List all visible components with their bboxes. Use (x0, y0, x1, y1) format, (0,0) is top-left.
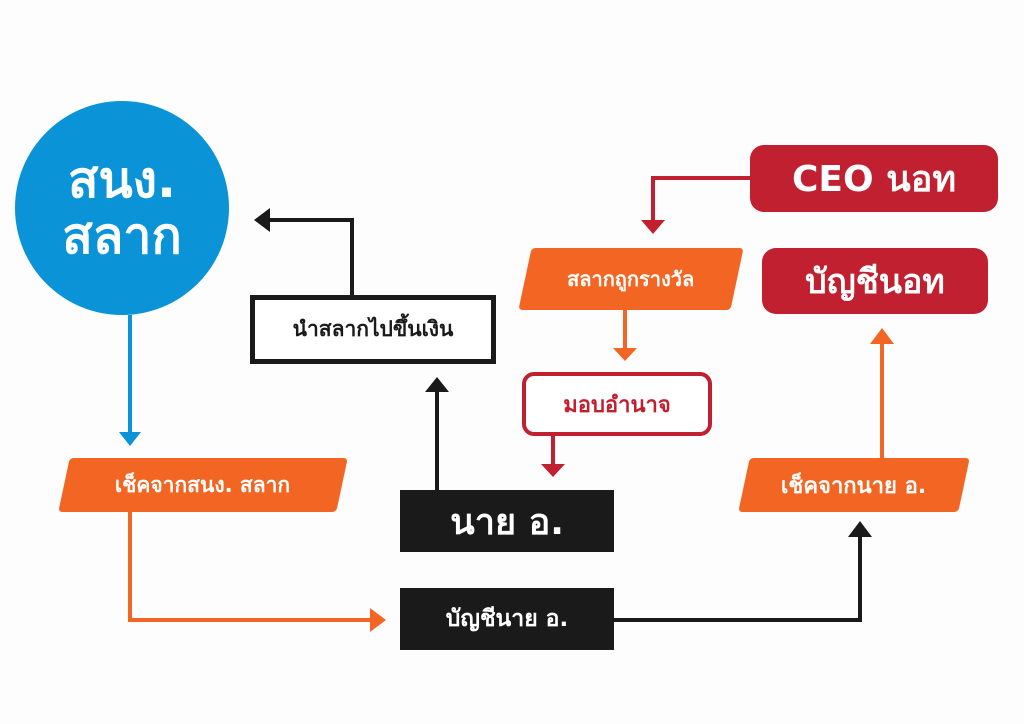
arrowhead (119, 432, 141, 446)
arrowhead (613, 348, 637, 361)
arrowhead (870, 328, 894, 344)
node-not-account: บัญชีนอท (762, 248, 988, 314)
node-cash-in: นำสลากไปขึ้นเงิน (250, 295, 496, 364)
arrowhead (641, 220, 665, 234)
check-from-office-label: เช็คจากสนง. สลาก (115, 472, 291, 497)
ceo-label: CEO นอท (791, 159, 957, 200)
arrowhead (370, 608, 386, 632)
node-winning-ticket: สลากถูกรางวัล (518, 248, 744, 310)
not-account-label: บัญชีนอท (805, 262, 945, 302)
arrow-check-to-account (128, 512, 372, 622)
node-check-from-office: เช็คจากสนง. สลาก (58, 458, 348, 512)
cash-in-label: นำสลากไปขึ้นเงิน (292, 317, 454, 341)
mr-o-label: นาย อ. (450, 501, 564, 543)
power-of-attorney-label: มอบอำนาจ (563, 392, 671, 418)
arrowhead (425, 377, 449, 392)
arrowhead (254, 208, 270, 232)
winning-ticket-label: สลากถูกรางวัล (567, 267, 695, 291)
node-lottery-office: สนง. สลาก (15, 101, 229, 315)
node-mr-o-account: บัญชีนาย อ. (400, 588, 614, 650)
node-power-of-attorney: มอบอำนาจ (522, 372, 712, 436)
mr-o-account-label: บัญชีนาย อ. (445, 606, 569, 632)
arrowhead (848, 521, 872, 537)
node-check-from-mr-o: เช็คจากนาย อ. (738, 458, 970, 512)
arrow-ceo-to-ticket (651, 176, 750, 222)
arrow-cashin-to-office (268, 218, 354, 295)
check-from-mr-o-label: เช็คจากนาย อ. (781, 473, 927, 499)
node-mr-o: นาย อ. (400, 490, 614, 552)
arrowhead (541, 464, 565, 477)
node-ceo: CEO นอท (750, 145, 998, 212)
lottery-office-line1: สนง. (67, 151, 177, 209)
lottery-office-line2: สลาก (62, 207, 182, 265)
arrow-account-to-check-o (614, 535, 862, 622)
